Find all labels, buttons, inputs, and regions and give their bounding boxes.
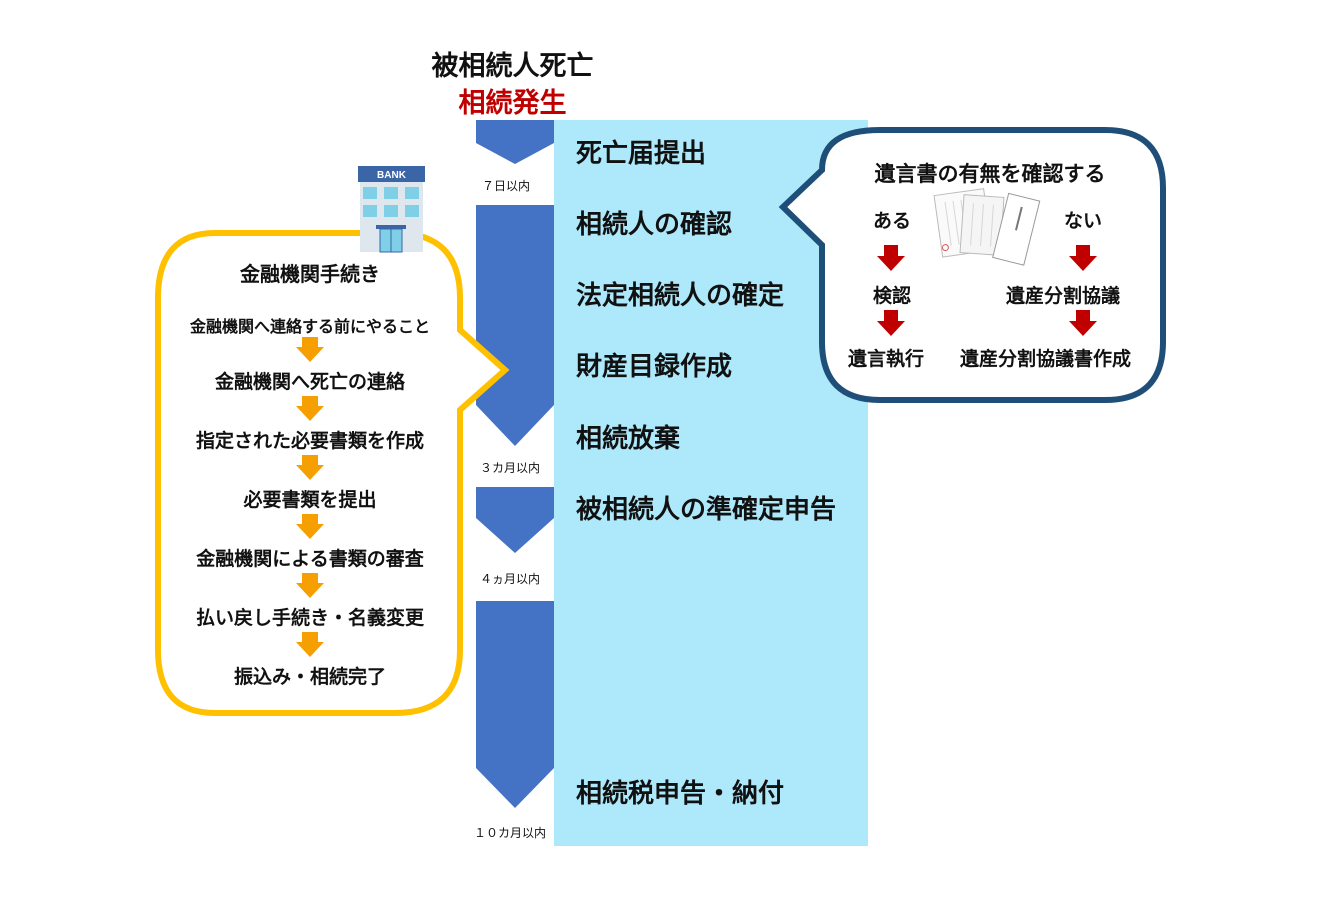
bank-sign: BANK (377, 170, 407, 181)
period-label: ４ヵ月以内 (480, 572, 541, 586)
orange-down-arrow (296, 573, 324, 598)
probate-label: 検認 (872, 285, 911, 307)
step-legal-heirs: 法定相続人の確定 (576, 281, 785, 311)
financial-step: 金融機関による書類の審査 (196, 548, 424, 570)
orange-down-arrow (296, 396, 324, 421)
red-down-arrow (877, 310, 905, 336)
step-quasi-final-return: 被相続人の準確定申告 (576, 495, 837, 525)
inheritance-start-title: 相続発生 (458, 88, 567, 119)
financial-step: 金融機関へ連絡する前にやること (189, 317, 430, 336)
timeline-arrow-7days (476, 120, 554, 164)
will-callout-border (778, 127, 1166, 403)
step-inheritance-tax: 相続税申告・納付 (576, 779, 785, 809)
timeline-arrow-4months (476, 487, 554, 553)
period-label: ３カ月以内 (480, 461, 541, 475)
orange-down-arrow (296, 455, 324, 480)
red-down-arrow (877, 245, 905, 271)
orange-down-arrow (296, 514, 324, 539)
orange-down-arrow (296, 337, 324, 362)
will-execution-label: 遺言執行 (847, 348, 924, 370)
financial-callout-border (155, 230, 510, 716)
orange-down-arrow (296, 632, 324, 657)
will-document-icon (933, 188, 1041, 266)
division-negotiation-label: 遺産分割協議 (1005, 285, 1120, 307)
division-agreement-label: 遺産分割協議書作成 (959, 348, 1131, 370)
timeline-arrow-3months (476, 205, 554, 446)
bank-building-icon: BANK (358, 166, 425, 253)
red-down-arrow (1069, 245, 1097, 271)
financial-step: 必要書類を提出 (243, 489, 377, 511)
will-absent-label: ない (1063, 210, 1102, 232)
period-label: １０カ月以内 (474, 826, 547, 840)
timeline-arrow-10months (476, 601, 554, 808)
step-confirm-heirs: 相続人の確認 (576, 210, 733, 240)
financial-step: 払い戻し手続き・名義変更 (195, 607, 424, 629)
financial-step: 指定された必要書類を作成 (195, 430, 424, 452)
financial-step: 振込み・相続完了 (233, 666, 386, 688)
step-renunciation: 相続放棄 (576, 424, 681, 454)
step-death-notice: 死亡届提出 (576, 139, 707, 169)
period-label: ７日以内 (482, 179, 531, 193)
decedent-death-title: 被相続人死亡 (431, 51, 594, 82)
financial-procedures-title: 金融機関手続き (240, 262, 380, 286)
will-flow-arrows (877, 245, 1097, 336)
financial-flow-arrows (296, 337, 324, 657)
will-check-title: 遺言書の有無を確認する (874, 162, 1106, 186)
will-exists-label: ある (872, 210, 911, 232)
step-asset-inventory: 財産目録作成 (576, 352, 733, 382)
red-down-arrow (1069, 310, 1097, 336)
financial-step: 金融機関へ死亡の連絡 (214, 371, 405, 393)
